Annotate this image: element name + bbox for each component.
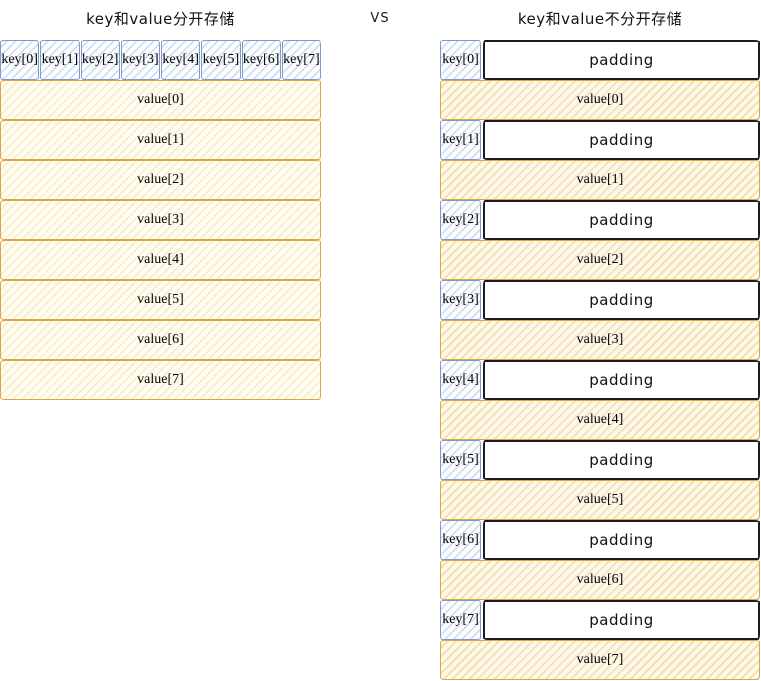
value-label: value[4] — [137, 252, 184, 267]
key-cell: key[3] — [440, 280, 481, 320]
key-padding-row: key[3] padding — [440, 280, 760, 320]
value-row: value[5] — [0, 280, 321, 320]
value-label: value[2] — [576, 252, 624, 267]
value-row: value[4] — [0, 240, 321, 280]
key-label: key[7] — [442, 612, 479, 627]
key-cell: key[7] — [440, 600, 481, 640]
value-row: value[0] — [0, 80, 321, 120]
value-label: value[0] — [137, 92, 184, 107]
key-label: key[0] — [1, 52, 38, 67]
key-cell: key[2] — [440, 200, 481, 240]
key-label: key[2] — [442, 212, 479, 227]
value-label: value[4] — [576, 412, 624, 427]
key-label: key[5] — [202, 52, 240, 67]
key-label: key[5] — [442, 452, 479, 467]
value-row: value[5] — [440, 480, 760, 520]
key-label: key[3] — [122, 52, 159, 67]
key-label: key[4] — [442, 372, 479, 387]
value-row: value[4] — [440, 400, 760, 440]
key-cell: key[2] — [80, 40, 120, 80]
value-label: value[3] — [576, 332, 624, 347]
left-key-row: key[0] key[1] key[2] key[3] key[4] key[5… — [0, 40, 321, 80]
right-diagram-title: key和value不分开存储 — [517, 10, 683, 28]
value-row: value[3] — [440, 320, 760, 360]
key-cell: key[0] — [440, 40, 481, 80]
padding-box: padding — [483, 440, 760, 480]
key-label: key[6] — [442, 532, 479, 547]
key-label: key[6] — [242, 52, 280, 67]
key-label: key[7] — [283, 52, 320, 67]
key-padding-row: key[5] padding — [440, 440, 760, 480]
value-row: value[6] — [440, 560, 760, 600]
value-label: value[2] — [137, 172, 184, 187]
value-row: value[3] — [0, 200, 321, 240]
padding-box: padding — [483, 120, 760, 160]
value-label: value[7] — [576, 652, 624, 667]
key-cell: key[6] — [440, 520, 481, 560]
key-label: key[3] — [442, 292, 479, 307]
value-label: value[0] — [576, 92, 624, 107]
left-diagram-title: key和value分开存储 — [86, 10, 235, 28]
key-label: key[0] — [442, 52, 479, 67]
left-diagram: key[0] key[1] key[2] key[3] key[4] key[5… — [0, 40, 321, 400]
padding-box: padding — [483, 600, 760, 640]
key-cell: key[1] — [40, 40, 80, 80]
value-label: value[7] — [137, 372, 184, 387]
value-label: value[1] — [576, 172, 624, 187]
key-cell: key[4] — [161, 40, 201, 80]
value-row: value[1] — [440, 160, 760, 200]
key-label: key[1] — [442, 132, 479, 147]
key-cell: key[3] — [120, 40, 160, 80]
value-row: value[7] — [0, 360, 321, 400]
key-cell: key[1] — [440, 120, 481, 160]
value-label: value[5] — [137, 292, 184, 307]
padding-box: padding — [483, 360, 760, 400]
padding-box: padding — [483, 40, 760, 80]
key-padding-row: key[6] padding — [440, 520, 760, 560]
key-cell: key[5] — [201, 40, 241, 80]
key-padding-row: key[2] padding — [440, 200, 760, 240]
key-padding-row: key[1] padding — [440, 120, 760, 160]
key-label: key[2] — [81, 52, 119, 67]
key-padding-row: key[0] padding — [440, 40, 760, 80]
key-padding-row: key[7] padding — [440, 600, 760, 640]
key-cell: key[4] — [440, 360, 481, 400]
key-padding-row: key[4] padding — [440, 360, 760, 400]
key-label: key[1] — [41, 52, 79, 67]
value-label: value[1] — [137, 132, 184, 147]
value-label: value[3] — [137, 212, 184, 227]
value-row: value[0] — [440, 80, 760, 120]
vs-label: VS — [370, 11, 390, 26]
value-row: value[7] — [440, 640, 760, 680]
key-label: key[4] — [162, 52, 199, 67]
value-row: value[6] — [0, 320, 321, 360]
padding-box: padding — [483, 280, 760, 320]
key-cell: key[6] — [241, 40, 281, 80]
right-diagram: key[0] padding value[0] key[1] padding v… — [440, 40, 760, 680]
value-label: value[6] — [137, 332, 184, 347]
padding-box: padding — [483, 520, 760, 560]
value-row: value[1] — [0, 120, 321, 160]
padding-box: padding — [483, 200, 760, 240]
key-cell: key[5] — [440, 440, 481, 480]
value-label: value[5] — [576, 492, 624, 507]
key-cell: key[0] — [0, 40, 40, 80]
key-cell: key[7] — [281, 40, 321, 80]
value-row: value[2] — [440, 240, 760, 280]
value-label: value[6] — [576, 572, 624, 587]
value-row: value[2] — [0, 160, 321, 200]
